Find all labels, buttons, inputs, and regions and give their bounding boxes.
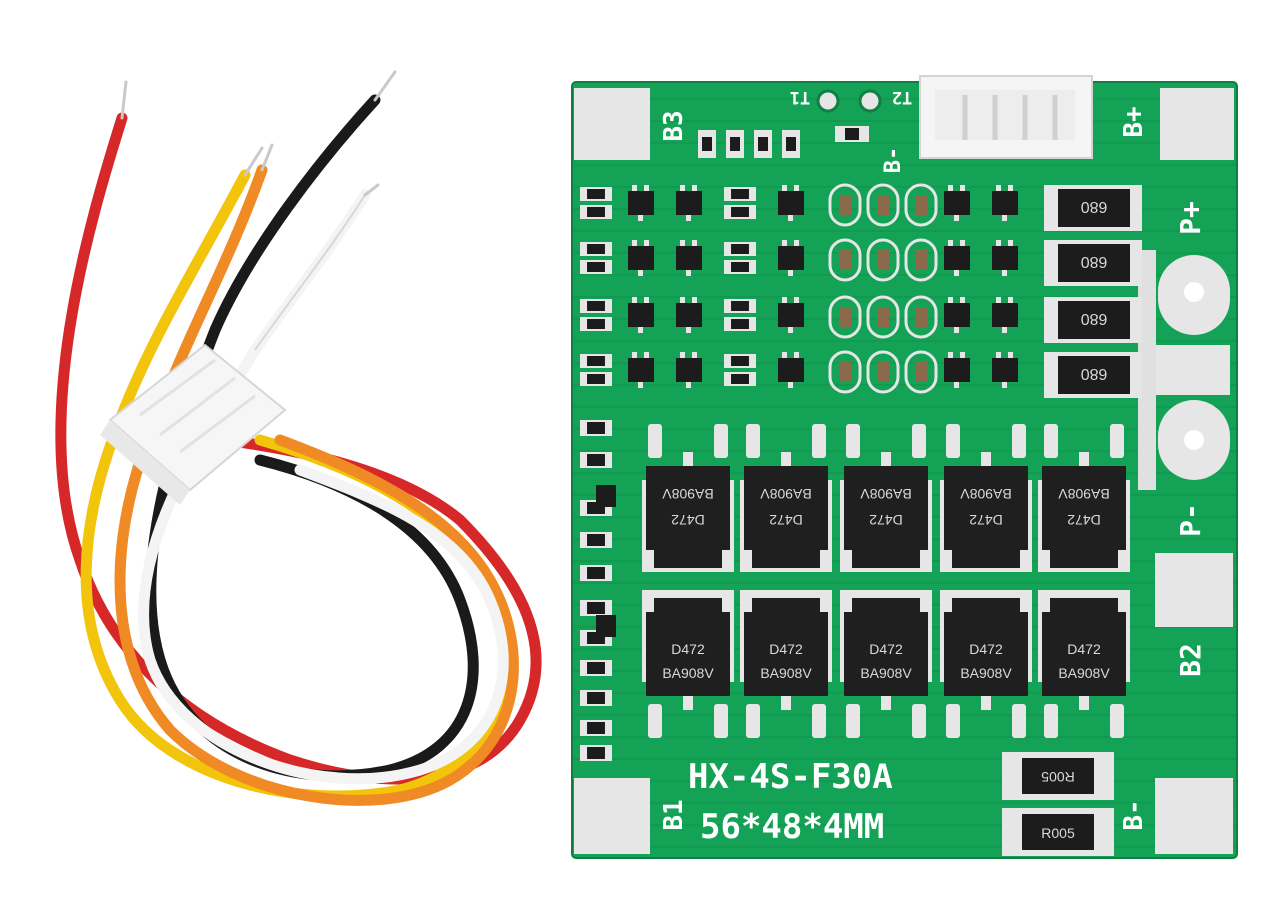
board-model: HX-4S-F30A: [688, 757, 893, 797]
mosfet-top-2: BA908V D472: [740, 424, 832, 572]
mosfet-array: BA908VD472D472BA908VBA908VD472D472BA908V…: [642, 424, 1130, 738]
shunt-2-code: R005: [1041, 825, 1075, 841]
mosfet-code: D472: [769, 641, 803, 657]
mosfet-top-5: BA908V D472: [1038, 424, 1130, 572]
mosfet-code: D472: [671, 512, 705, 528]
mosfet-code: D472: [869, 641, 903, 657]
mosfet-batch: BA908V: [1058, 665, 1110, 681]
wire-harness: [55, 70, 542, 806]
mosfet-code: D472: [769, 512, 803, 528]
white-wire: [137, 189, 509, 785]
mosfet-batch: BA908V: [760, 486, 812, 502]
mosfet-code: D472: [1067, 641, 1101, 657]
mosfet-code: D472: [969, 641, 1003, 657]
cell-row-3: 680: [580, 295, 1142, 343]
label-p-minus: P-: [1174, 503, 1207, 537]
b3-pad: [574, 88, 650, 160]
balance-resistor-code: 680: [1081, 198, 1108, 215]
mosfet-batch: BA908V: [960, 665, 1012, 681]
label-b-plus: B+: [1119, 106, 1149, 137]
board-dimensions: 56*48*4MM: [700, 807, 884, 847]
mosfet-batch: BA908V: [1058, 486, 1110, 502]
mosfet-batch: BA908V: [662, 486, 714, 502]
mosfet-top-1: BA908V D472: [642, 424, 734, 572]
mosfet-batch: BA908V: [760, 665, 812, 681]
mosfet-top-3: BA908V D472: [840, 424, 932, 572]
mosfet-top-4: BA908V D472: [940, 424, 1032, 572]
balance-resistor-1: 680: [1044, 185, 1142, 231]
label-p-plus: P+: [1174, 201, 1207, 235]
wire-connector: [100, 343, 287, 505]
shunt-resistor-2: R005: [1002, 808, 1114, 856]
shunt-1-code: R005: [1041, 769, 1075, 785]
shunt-resistor-1: R005: [1002, 752, 1114, 800]
balance-resistor-code: 680: [1081, 253, 1108, 270]
cell-balancing-rows: 680 680 680 680: [580, 183, 1142, 398]
label-t1: T1: [790, 87, 810, 107]
mosfet-batch: BA908V: [860, 665, 912, 681]
b1-pad: [574, 778, 650, 854]
b-plus-pad: [1160, 88, 1234, 160]
wire-tips: [120, 70, 397, 197]
left-resistor-column: [580, 420, 616, 761]
b2-pad: [1155, 553, 1233, 627]
balance-resistor-3: 680: [1044, 297, 1142, 343]
mosfet-batch: BA908V: [860, 486, 912, 502]
balance-resistor-code: 680: [1081, 310, 1108, 327]
mosfet-code: D472: [1067, 512, 1101, 528]
label-t2: T2: [892, 87, 912, 107]
balance-resistor-code: 680: [1081, 365, 1108, 382]
b-minus-pad: [1155, 778, 1233, 854]
mosfet-code: D472: [671, 641, 705, 657]
cell-row-1: 680: [580, 183, 1142, 231]
p-minus-terminal: [1158, 400, 1230, 480]
balance-resistor-2: 680: [1044, 240, 1142, 286]
p-plus-terminal: [1158, 255, 1230, 335]
label-b-minus-bottom: B-: [1119, 799, 1149, 830]
mosfet-batch: BA908V: [662, 665, 714, 681]
mosfet-code: D472: [969, 512, 1003, 528]
balance-resistor-4: 680: [1044, 352, 1142, 398]
label-b2: B2: [1174, 643, 1207, 677]
cell-row-2: 680: [580, 238, 1142, 286]
mosfet-batch: BA908V: [960, 486, 1012, 502]
label-b3: B3: [659, 110, 689, 141]
label-b-minus-top: B-: [881, 147, 906, 174]
balance-connector: [919, 75, 1093, 159]
mosfet-code: D472: [869, 512, 903, 528]
cell-row-4: 680: [580, 350, 1142, 398]
label-b1: B1: [659, 799, 689, 830]
